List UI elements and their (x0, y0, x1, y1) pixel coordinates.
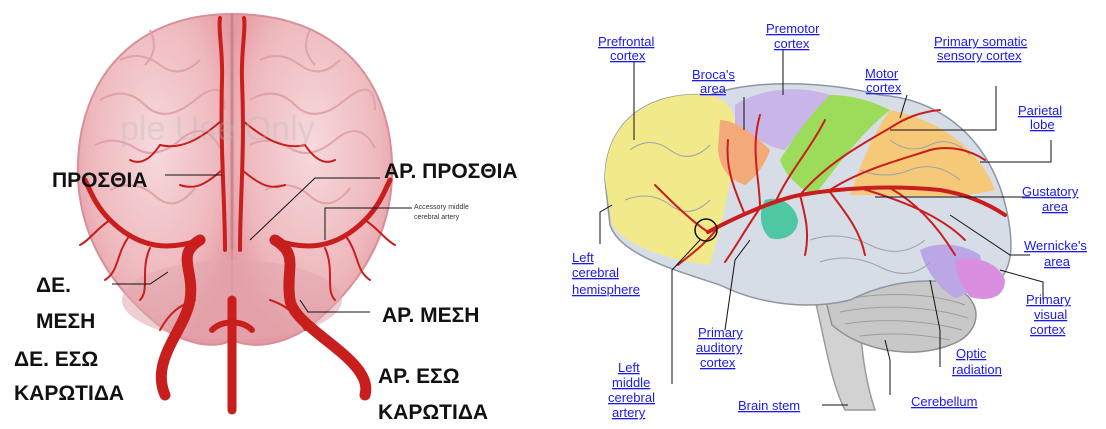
label-carotid-left-line2: ΚΑΡΩΤΙΔΑ (378, 401, 488, 424)
label-middle-right-line1: ΔΕ. (36, 274, 71, 297)
link-left-cerebral-line2[interactable]: cerebral (572, 265, 619, 280)
link-motor-line1[interactable]: Motor (865, 66, 899, 81)
link-left-middle-line3[interactable]: cerebral (608, 390, 655, 405)
link-broca-line2[interactable]: area (700, 81, 727, 96)
link-primary-visual-line2[interactable]: visual (1034, 307, 1067, 322)
link-premotor-line2[interactable]: cortex (774, 36, 810, 51)
link-gustatory-line2[interactable]: area (1042, 199, 1069, 214)
link-wernicke-line2[interactable]: area (1044, 254, 1071, 269)
lateral-brain-svg: Prefrontal cortex Premotor cortex Primar… (560, 0, 1106, 424)
label-accessory-line2: cerebral artery (414, 214, 460, 221)
watermark-text: ple Use Only (120, 110, 315, 148)
label-carotid-right-line2: ΚΑΡΩΤΙΔΑ (14, 382, 124, 405)
link-gustatory-line1[interactable]: Gustatory (1022, 184, 1079, 199)
label-accessory-line1: Accessory middle (414, 204, 469, 211)
frontal-brain-figure: ple Use Only ΠΡΟΣΘΙΑ ΑΡ. ΠΡΟΣΘΙΑ Accesso… (0, 0, 560, 424)
frontal-brain-svg: ple Use Only ΠΡΟΣΘΙΑ ΑΡ. ΠΡΟΣΘΙΑ Accesso… (0, 0, 560, 424)
link-primary-auditory-line3[interactable]: cortex (700, 355, 736, 370)
link-prefrontal-line1[interactable]: Prefrontal (598, 34, 654, 49)
link-wernicke-line1[interactable]: Wernicke's (1024, 238, 1087, 253)
link-prefrontal-line2[interactable]: cortex (610, 48, 646, 63)
label-middle-right-line2: ΜΕΣΗ (36, 310, 95, 333)
label-middle-left: ΑΡ. ΜΕΣΗ (382, 304, 479, 327)
label-carotid-left-line1: ΑΡ. ΕΣΩ (378, 365, 460, 388)
link-premotor-line1[interactable]: Premotor (766, 21, 820, 36)
label-anterior-right: ΠΡΟΣΘΙΑ (52, 169, 147, 192)
label-anterior-left: ΑΡ. ΠΡΟΣΘΙΑ (384, 160, 518, 183)
link-left-middle-line2[interactable]: middle (612, 375, 650, 390)
link-optic-line1[interactable]: Optic (956, 346, 987, 361)
link-primary-somatic-line1[interactable]: Primary somatic (934, 34, 1028, 49)
label-carotid-right-line1: ΔΕ. ΕΣΩ (14, 348, 98, 371)
link-primary-somatic-line2[interactable]: sensory cortex (937, 48, 1022, 63)
link-cerebellum[interactable]: Cerebellum (911, 394, 977, 409)
link-left-cerebral-line1[interactable]: Left (572, 250, 594, 265)
link-parietal-line1[interactable]: Parietal (1018, 103, 1062, 118)
link-left-cerebral-line3[interactable]: hemisphere (572, 282, 640, 297)
link-primary-auditory-line1[interactable]: Primary (698, 325, 743, 340)
link-brain-stem[interactable]: Brain stem (738, 398, 800, 413)
lateral-brain-figure: Prefrontal cortex Premotor cortex Primar… (560, 0, 1106, 424)
link-parietal-line2[interactable]: lobe (1030, 117, 1055, 132)
link-left-middle-line1[interactable]: Left (618, 360, 640, 375)
link-broca-line1[interactable]: Broca's (692, 67, 735, 82)
link-primary-auditory-line2[interactable]: auditory (696, 340, 743, 355)
link-optic-line2[interactable]: radiation (952, 362, 1002, 377)
link-left-middle-line4[interactable]: artery (612, 405, 646, 420)
link-primary-visual-line1[interactable]: Primary (1026, 292, 1071, 307)
link-motor-line2[interactable]: cortex (866, 80, 902, 95)
link-primary-visual-line3[interactable]: cortex (1030, 322, 1066, 337)
